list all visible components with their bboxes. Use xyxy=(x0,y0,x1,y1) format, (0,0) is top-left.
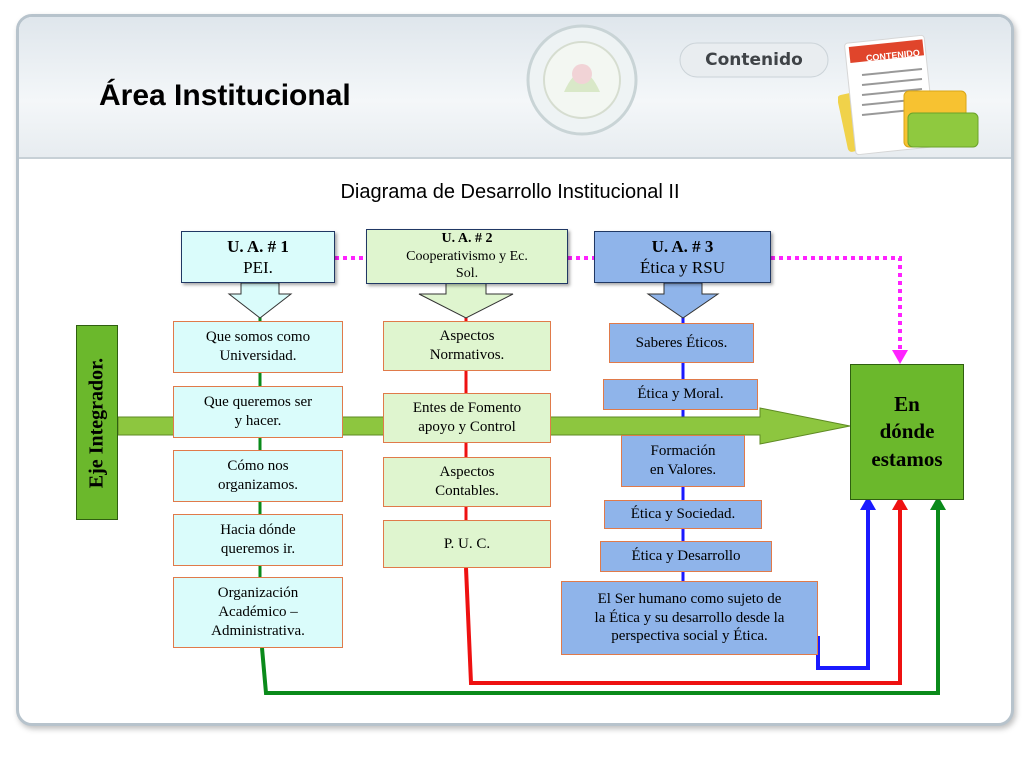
column3-header-subtitle: Ética y RSU xyxy=(640,258,725,277)
target-label: estamos xyxy=(871,446,943,471)
item-text: Saberes Éticos. xyxy=(635,334,728,351)
red-return-line xyxy=(464,506,902,685)
item-text: la Ética y su desarrollo desde la xyxy=(594,609,785,626)
column1-item: Que somos como Universidad. xyxy=(173,321,343,373)
item-text: Administrativa. xyxy=(211,622,305,639)
item-text: en Valores. xyxy=(649,462,717,478)
item-text: Entes de Fomento xyxy=(412,400,522,417)
column1-down-arrow xyxy=(227,282,293,319)
column1-item: Organización Académico – Administrativa. xyxy=(173,577,343,648)
item-text: Hacia dónde xyxy=(220,522,296,539)
target-box: En dónde estamos xyxy=(850,364,964,500)
integrator-axis-label: Eje Integrador. xyxy=(85,357,108,488)
column2-down-arrow xyxy=(418,282,514,319)
column2-item: Entes de Fomento apoyo y Control xyxy=(383,393,551,443)
university-seal-icon xyxy=(526,24,638,136)
column1-header-title: U. A. # 1 xyxy=(227,236,289,256)
column3-item: El Ser humano como sujeto de la Ética y … xyxy=(561,581,818,655)
target-label: dónde xyxy=(879,419,935,444)
item-text: El Ser humano como sujeto de xyxy=(597,590,782,607)
books-icon: CONTENIDO xyxy=(838,34,979,156)
header-band: Área Institucional Contenido xyxy=(19,17,1011,159)
item-text: Contables. xyxy=(435,483,499,499)
item-text: Aspectos xyxy=(439,464,495,481)
item-text: Aspectos xyxy=(439,328,495,345)
item-text: Ética y Moral. xyxy=(637,386,724,403)
column3-header-box: U. A. # 3 Ética y RSU xyxy=(594,231,771,283)
column1-header-subtitle: PEI. xyxy=(243,258,273,277)
column1-item: Que queremos ser y hacer. xyxy=(173,386,343,438)
column3-item: Saberes Éticos. xyxy=(609,323,754,363)
content-tab-shape xyxy=(679,42,829,78)
integrator-axis-box: Eje Integrador. xyxy=(76,325,118,520)
item-text: organizamos. xyxy=(217,477,299,493)
item-text: Cómo nos xyxy=(227,458,289,475)
item-text: perspectiva social y Ética. xyxy=(611,628,768,645)
column2-item: Aspectos Normativos. xyxy=(383,321,551,371)
page-title: Área Institucional xyxy=(99,79,351,112)
magenta-link-3 xyxy=(771,256,902,352)
item-text: Formación xyxy=(650,443,716,460)
column2-header-subtitle: Sol. xyxy=(455,266,479,282)
column3-down-arrow xyxy=(646,282,720,319)
column1-item: Cómo nos organizamos. xyxy=(173,450,343,502)
column3-item: Ética y Moral. xyxy=(603,379,758,410)
item-text: Ética y Desarrollo xyxy=(631,548,741,565)
blue-return-line xyxy=(816,506,870,670)
column3-item: Ética y Sociedad. xyxy=(604,500,762,529)
item-text: y hacer. xyxy=(234,413,282,429)
column2-header-title: U. A. # 2 xyxy=(441,231,493,247)
item-text: Ética y Sociedad. xyxy=(630,506,736,523)
item-text: Que queremos ser xyxy=(203,394,313,411)
column3-item: Ética y Desarrollo xyxy=(600,541,772,572)
magenta-arrowhead xyxy=(892,350,908,364)
item-text: Que somos como xyxy=(205,329,311,346)
column2-item: Aspectos Contables. xyxy=(383,457,551,507)
column2-header-subtitle: Cooperativismo y Ec. xyxy=(406,248,528,264)
red-arrowhead xyxy=(892,496,908,510)
item-text: P. U. C. xyxy=(443,535,491,552)
target-label: En xyxy=(894,392,920,417)
item-text: apoyo y Control xyxy=(418,419,516,435)
column3-header-title: U. A. # 3 xyxy=(651,236,714,256)
green-arrowhead xyxy=(930,496,946,510)
item-text: Académico – xyxy=(218,604,298,621)
diagram-title: Diagrama de Desarrollo Institucional II xyxy=(340,181,680,203)
column1-item: Hacia dónde queremos ir. xyxy=(173,514,343,566)
blue-arrowhead xyxy=(860,496,876,510)
column2-item: P. U. C. xyxy=(383,520,551,568)
item-text: Organización xyxy=(217,585,299,602)
column2-header-box: U. A. # 2 Cooperativismo y Ec. Sol. xyxy=(366,229,568,284)
column3-item: Formación en Valores. xyxy=(621,435,745,487)
item-text: queremos ir. xyxy=(220,541,296,557)
item-text: Normativos. xyxy=(429,347,505,363)
item-text: Universidad. xyxy=(219,348,297,364)
green-return-line xyxy=(260,506,940,695)
column1-header-box: U. A. # 1 PEI. xyxy=(181,231,335,283)
